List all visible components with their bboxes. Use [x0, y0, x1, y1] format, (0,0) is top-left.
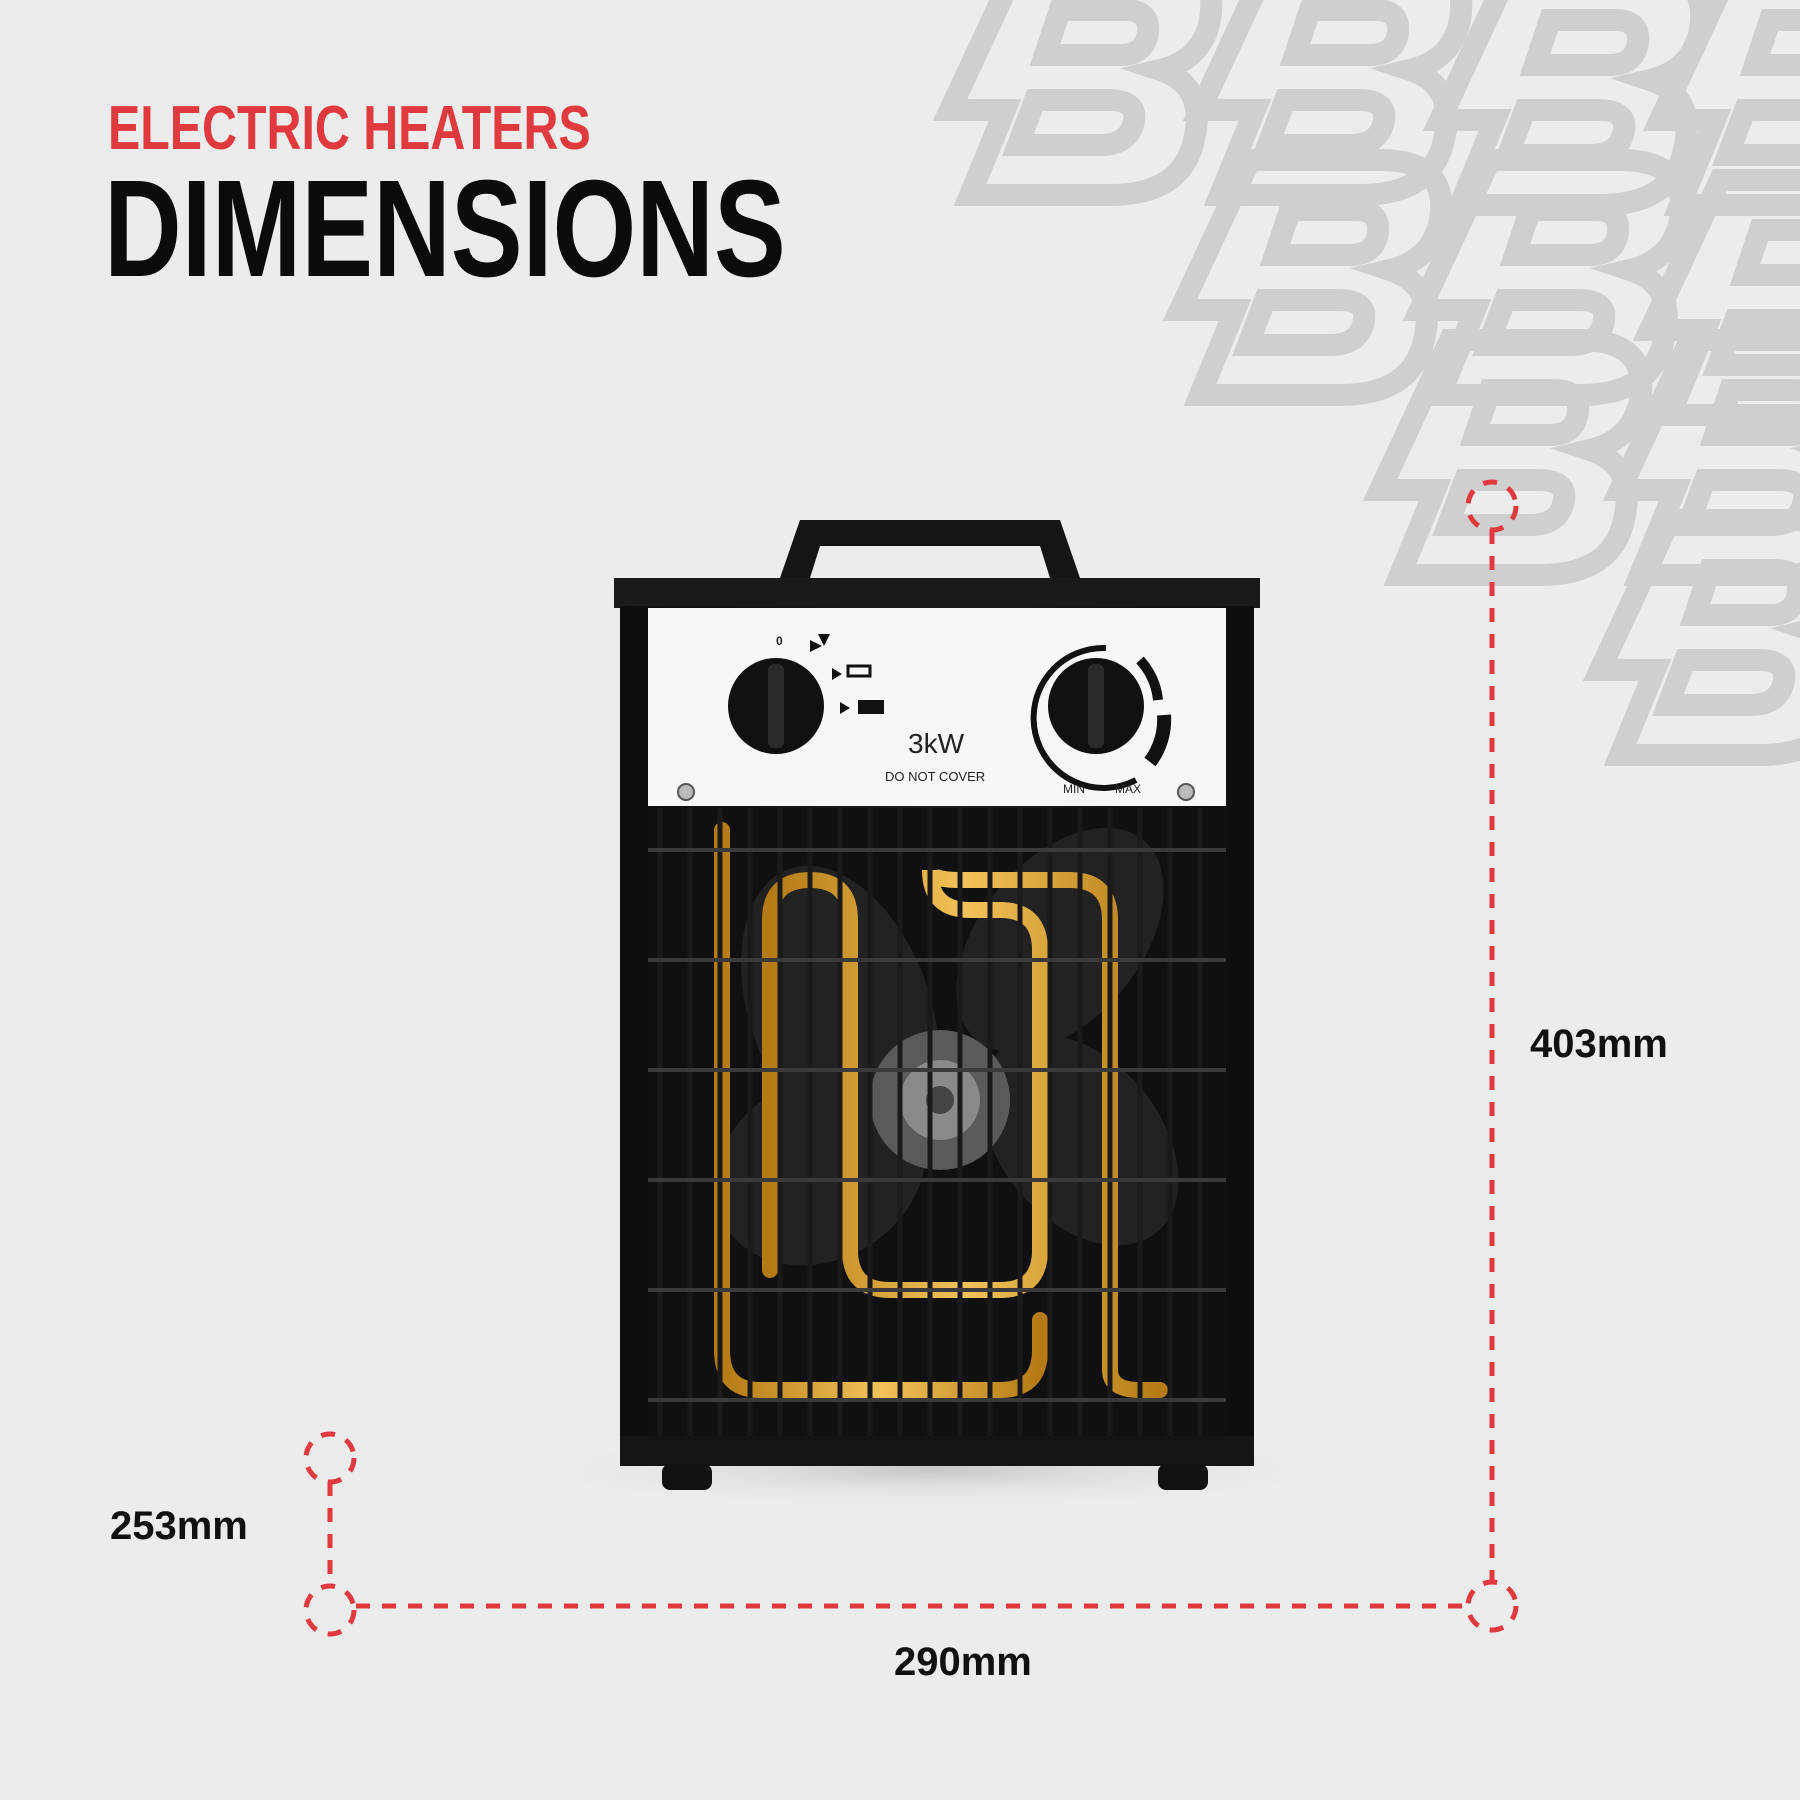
carry-handle [780, 520, 1080, 578]
thermostat-knob [1030, 644, 1172, 791]
depth-top-marker [303, 1431, 357, 1485]
corner-marker-left [303, 1583, 357, 1637]
page-title: DIMENSIONS [104, 152, 786, 306]
corner-marker-right [1465, 1579, 1519, 1633]
front-grill [657, 808, 1203, 1436]
depth-dimension-label: 253mm [110, 1504, 248, 1548]
left-foot [662, 1464, 712, 1490]
right-foot [1158, 1464, 1208, 1490]
width-dimension-label: 290mm [894, 1640, 1032, 1684]
warning-label: DO NOT COVER [885, 769, 986, 784]
height-dimension-label: 403mm [1530, 1022, 1668, 1066]
off-position-label: 0 [776, 634, 783, 648]
min-label: MIN [1063, 782, 1085, 796]
fan-icon [810, 634, 830, 652]
max-label: MAX [1115, 782, 1142, 796]
page-subtitle: ELECTRIC HEATERS [108, 94, 591, 163]
power-rating-label: 3kW [908, 728, 964, 759]
mode-knob [728, 658, 824, 754]
heat-icon [832, 664, 884, 714]
height-top-marker [1465, 479, 1519, 533]
